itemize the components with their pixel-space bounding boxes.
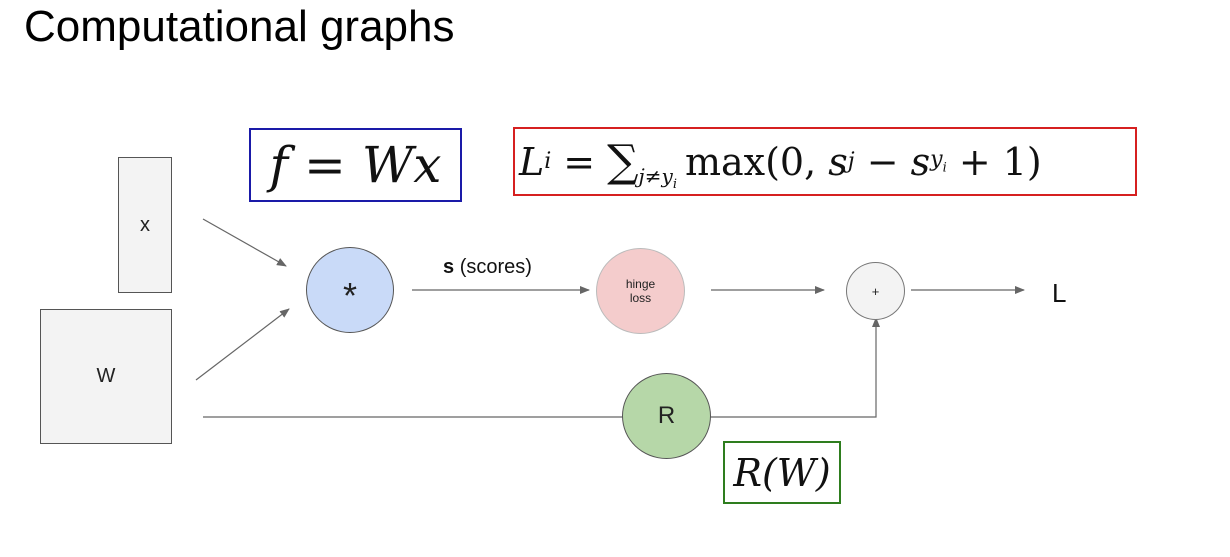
edge-reg-to-add — [709, 317, 880, 418]
regularization-node: R — [622, 373, 711, 459]
scores-text: (scores) — [459, 256, 532, 278]
f-rhs: Wx — [361, 136, 442, 194]
scores-edge-label: s (scores) — [443, 256, 532, 279]
loss-sum-symbol: ∑ — [607, 136, 639, 187]
input-x-label: x — [140, 213, 150, 236]
regularization-label: R — [657, 402, 676, 429]
reg-equation-box: R(W) — [723, 441, 841, 504]
loss-equation-box: L i = ∑ j≠yi max(0, s j − s yi + 1) — [513, 127, 1137, 196]
reg-expression: R(W) — [733, 450, 831, 495]
hinge-label-line2: loss — [629, 291, 652, 305]
loss-equals: = — [563, 139, 596, 184]
multiply-label: * — [342, 275, 357, 316]
hinge-label-line1: hinge — [625, 277, 656, 291]
loss-max: max(0, — [684, 139, 829, 184]
f-equation-box: f = Wx — [249, 128, 462, 202]
loss-sum-index: j≠y — [638, 163, 673, 188]
add-node: + — [846, 262, 905, 320]
loss-sy: s — [910, 139, 931, 184]
loss-sy-index: y — [930, 147, 943, 173]
loss-lhs: L — [519, 139, 545, 184]
loss-lhs-subscript: i — [544, 149, 552, 174]
add-label: + — [871, 283, 880, 299]
scores-symbol: s — [443, 256, 455, 278]
loss-sum-index-sub: i — [672, 176, 677, 192]
loss-tail: + 1) — [946, 139, 1042, 184]
edge-w-to-multiply — [195, 308, 290, 381]
loss-sj-subscript: j — [847, 149, 855, 174]
loss-sy-subscript: yi — [930, 147, 947, 175]
f-lhs: f — [269, 136, 288, 194]
input-w-label: W — [96, 365, 116, 387]
edge-x-to-multiply — [202, 218, 287, 267]
f-equals: = — [304, 136, 346, 194]
multiply-node: * — [306, 247, 394, 333]
loss-sum-subscript: j≠yi — [639, 164, 677, 192]
loss-sy-index-sub: i — [942, 160, 947, 176]
output-label: L — [1052, 278, 1067, 308]
input-w-box: W — [40, 309, 172, 444]
loss-minus: − — [854, 139, 911, 184]
loss-sj: s — [828, 139, 848, 184]
page-title: Computational graphs — [24, 2, 455, 51]
input-x-box: x — [118, 157, 172, 293]
hinge-loss-node: hinge loss — [596, 248, 685, 334]
